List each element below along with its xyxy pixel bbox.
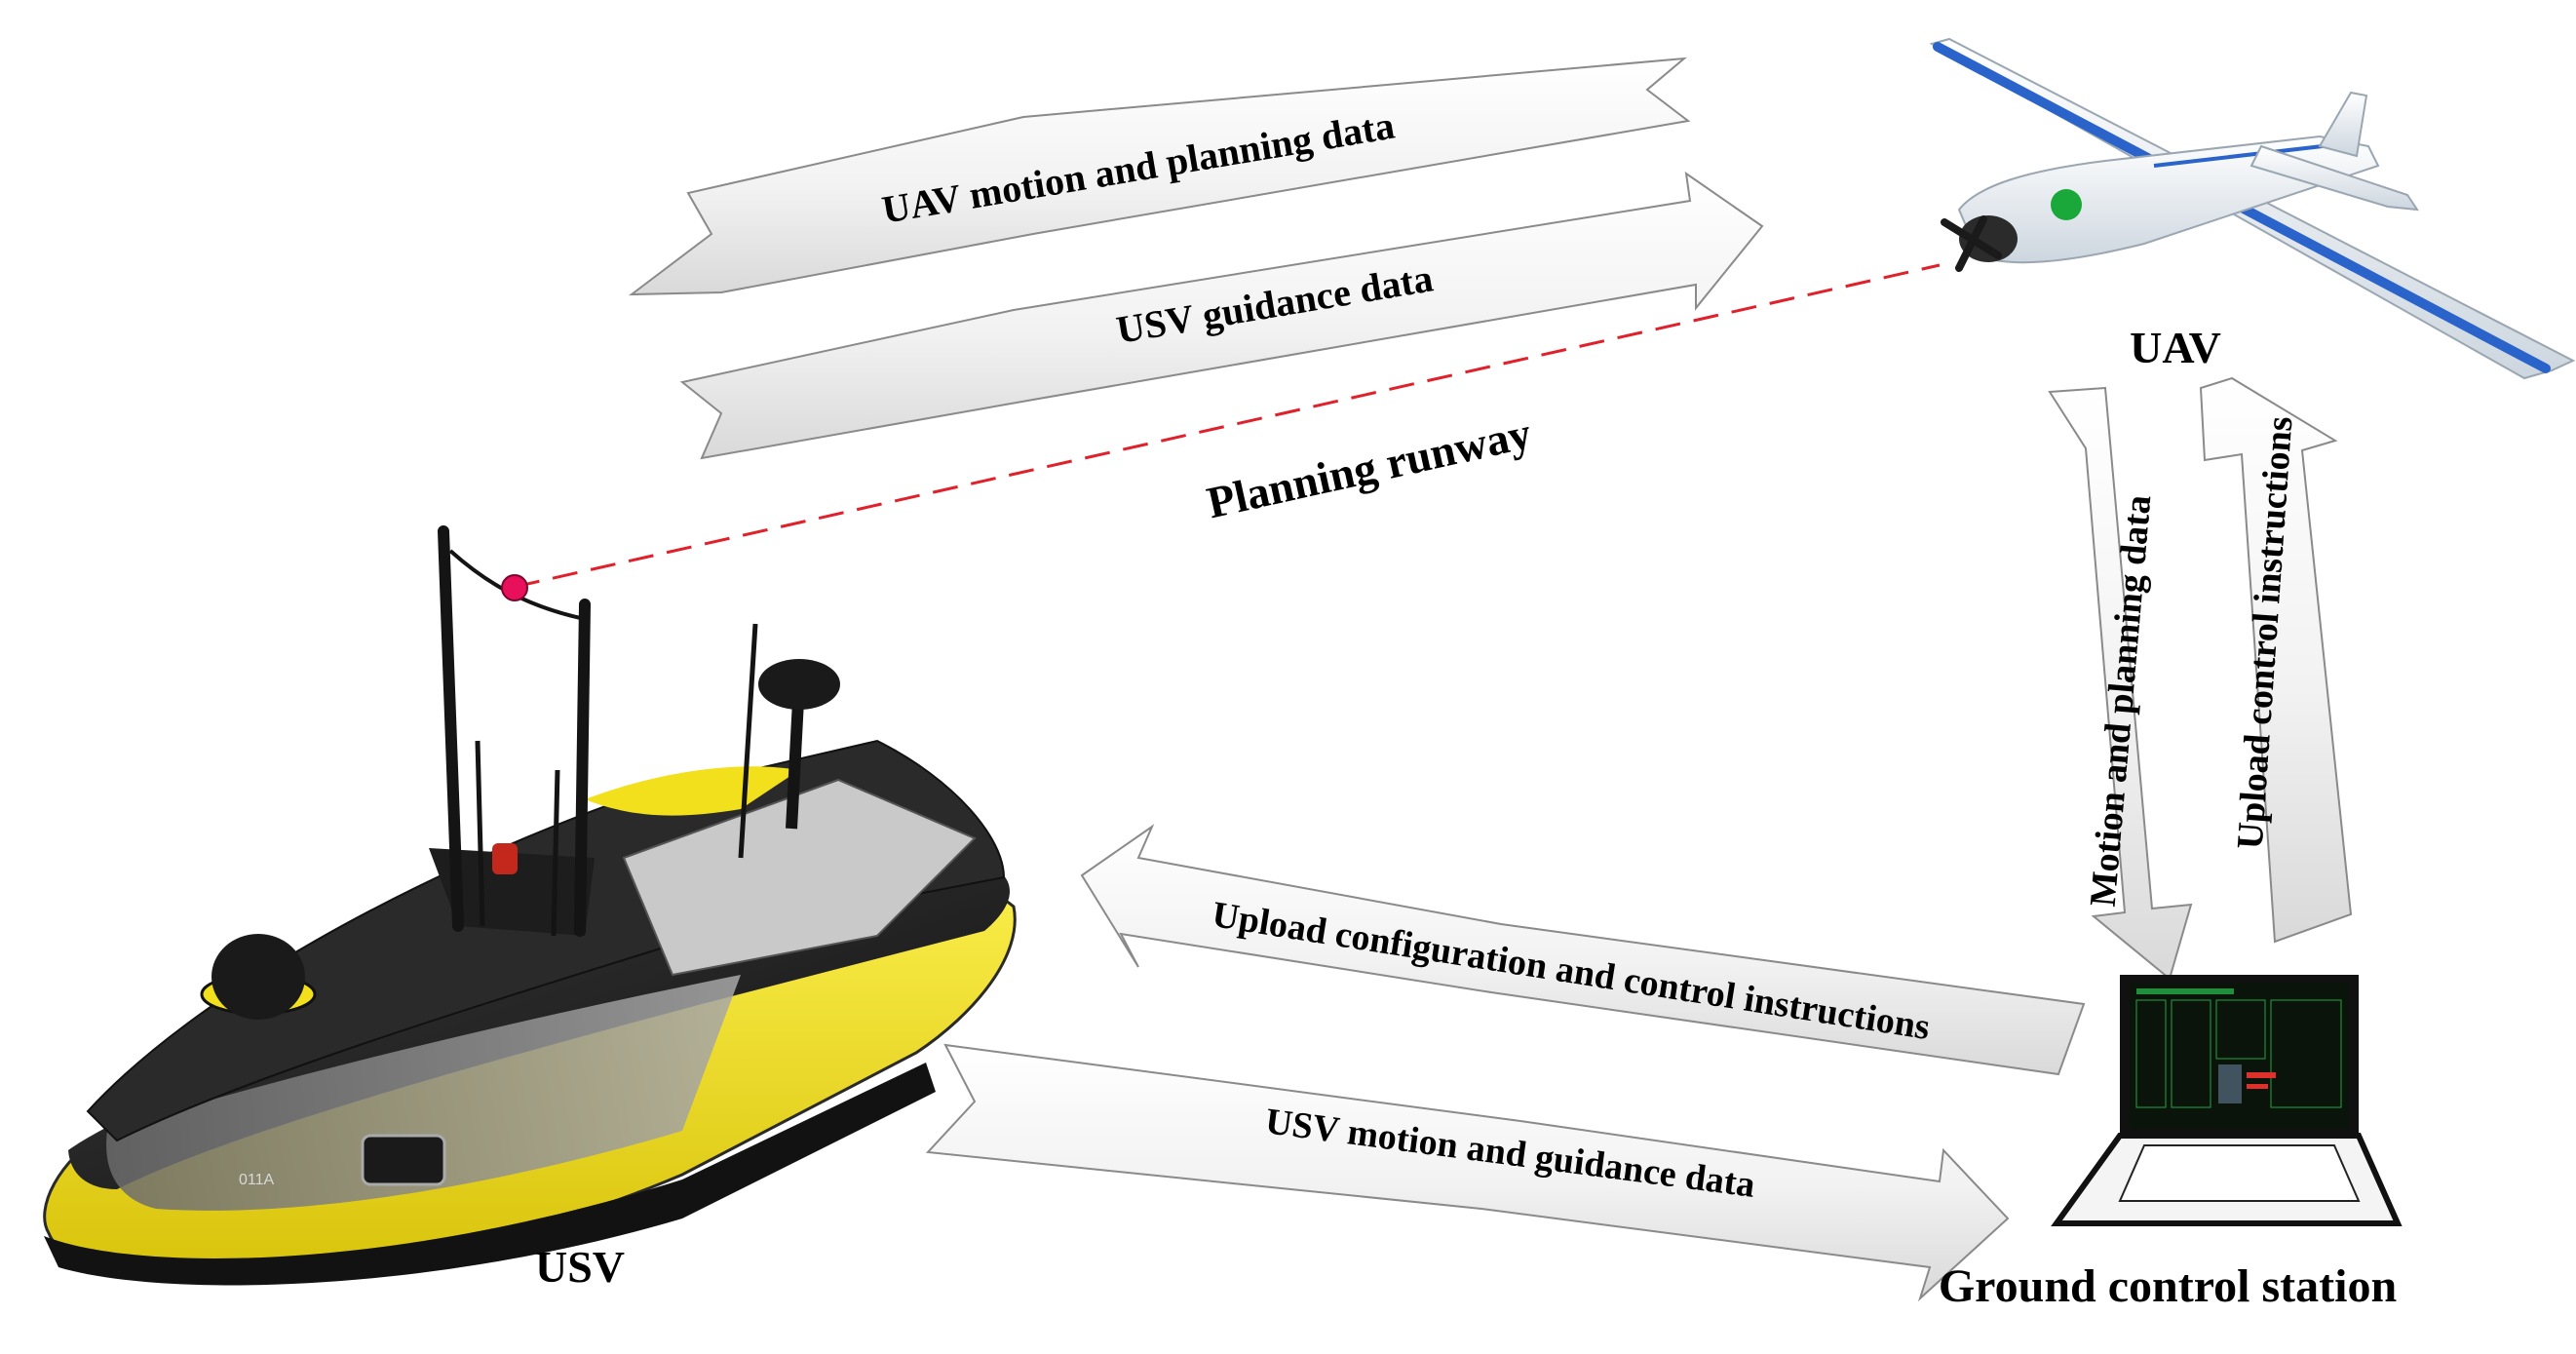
ground-station-label: Ground control station [1939,1260,2397,1312]
usv-hull-marking: 011A [239,1172,275,1188]
screen-ui-panels [2135,988,2342,1108]
arrow-upload-configuration: Upload configuration and control instruc… [1080,824,2086,1076]
uav-propeller [1941,215,2002,272]
uav-position-marker [2051,189,2082,220]
usv-antenna-right [574,599,591,937]
usv-boat: 011A USV [43,525,1017,1292]
laptop-keyboard [2118,1144,2361,1202]
usv-antenna-thin [738,623,758,859]
usv-beacon-light [492,843,518,874]
usv-dome-camera [211,934,305,1020]
usv-side-vent [361,1134,446,1186]
arrow-usv-motion-guidance: USV motion and guidance data [925,1043,2010,1302]
uav-aircraft: UAV [1929,37,2576,380]
usv-antenna-small-2 [551,769,560,937]
arrow-upload-control: Upload control instructions [2199,376,2353,944]
usv-antenna-small [475,740,485,927]
usv-gps-antenna [758,659,840,710]
usv-label: USV [535,1242,625,1292]
uav-tail-fin [2318,91,2368,158]
uav-tail-plane [2249,144,2420,212]
runway-dashed-line [514,263,1941,589]
arrow-usv-guidance: USV guidance data [679,171,1764,460]
uav-nose [1959,215,2018,262]
runway-start-marker [501,574,528,601]
uav-label: UAV [2130,323,2221,372]
uav-fuselage-stripe [2153,142,2340,168]
usv-side-panel [106,975,742,1211]
usv-hull-base [44,1063,936,1286]
ground-control-station: Ground control station [1939,975,2403,1312]
arrow-motion-planning: Motion and planning data [2048,386,2193,981]
usv-antenna-left [438,525,464,932]
usv-hatch [622,778,977,977]
planning-runway-label: Planning runway [1203,407,1536,527]
